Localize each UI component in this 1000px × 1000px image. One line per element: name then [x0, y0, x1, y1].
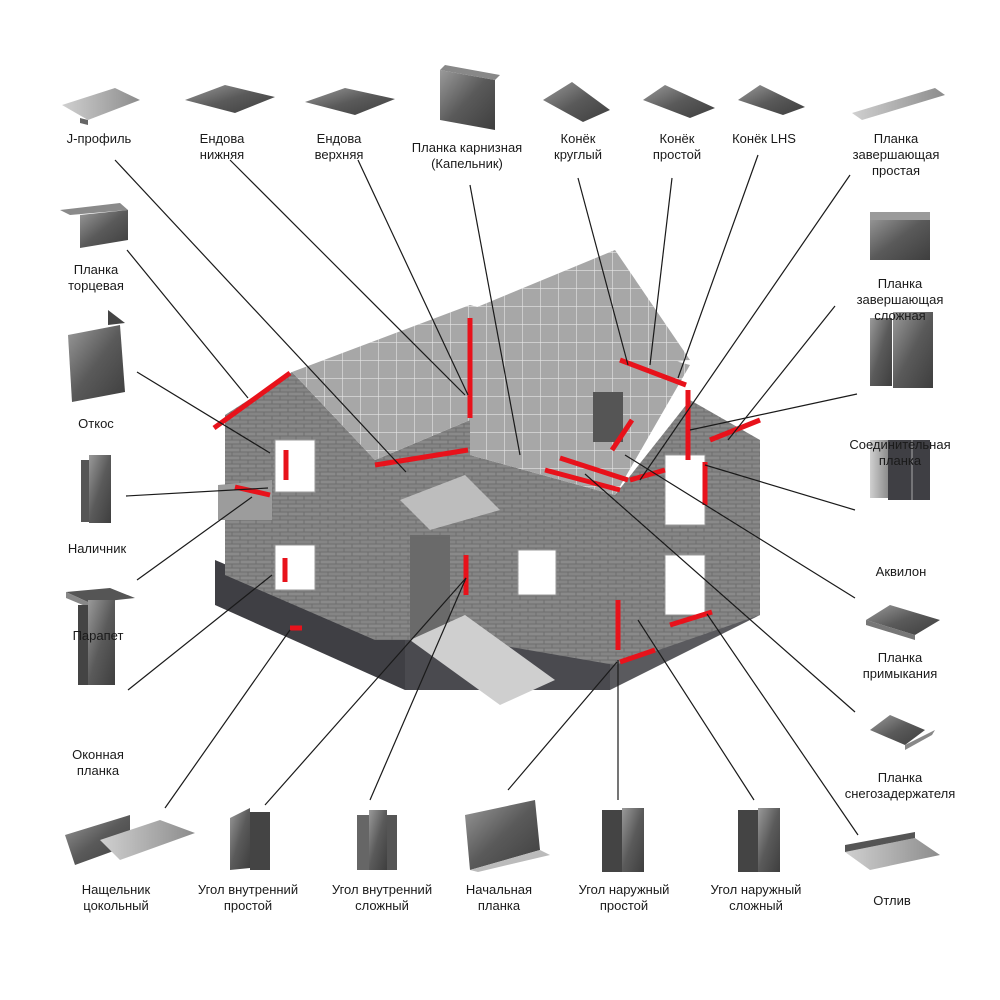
finish-simple-icon: [852, 88, 945, 120]
label-eaves-drip: Планка карнизная(Капельник): [411, 140, 523, 171]
leader-lines: [114, 154, 859, 836]
snow-guard-icon: [870, 715, 935, 750]
label-casing: Наличник: [67, 541, 127, 556]
label-reveal: Откос: [78, 416, 114, 431]
drip-sill-icon: [845, 832, 940, 870]
highlighted-trims: [212, 318, 761, 665]
outer-corner-complex-icon: [738, 808, 780, 872]
inner-corner-complex-icon: [357, 810, 397, 870]
casing-icon: [81, 455, 111, 523]
connector-icon: [870, 312, 933, 388]
plinth-flashing-icon: [65, 815, 195, 865]
window-trim-icon: [78, 600, 115, 685]
label-akvilon: Аквилон: [875, 564, 927, 579]
eaves-drip-icon: [440, 65, 500, 130]
reveal-icon: [68, 310, 125, 402]
ridge-simple-icon: [643, 85, 715, 118]
abutment-icon: [866, 605, 940, 640]
j-profile-icon: [62, 88, 140, 125]
valley-upper-icon: [305, 88, 395, 115]
label-ridge-lhs: Конёк LHS: [732, 131, 796, 146]
gable-trim-icon: [60, 203, 128, 248]
starter-strip-icon: [465, 800, 550, 872]
label-parapet: Парапет: [72, 628, 124, 643]
label-j-profile: J-профиль: [66, 131, 132, 146]
parapet-icon: [66, 588, 135, 608]
ridge-round-icon: [543, 82, 610, 122]
house: [215, 250, 760, 705]
label-drip-sill: Отлив: [873, 893, 911, 908]
finish-complex-icon: [870, 212, 930, 260]
inner-corner-simple-icon: [230, 808, 270, 870]
outer-corner-simple-icon: [602, 808, 644, 872]
valley-lower-icon: [185, 85, 275, 113]
akvilon-icon: [870, 440, 930, 500]
ridge-lhs-icon: [738, 85, 805, 115]
